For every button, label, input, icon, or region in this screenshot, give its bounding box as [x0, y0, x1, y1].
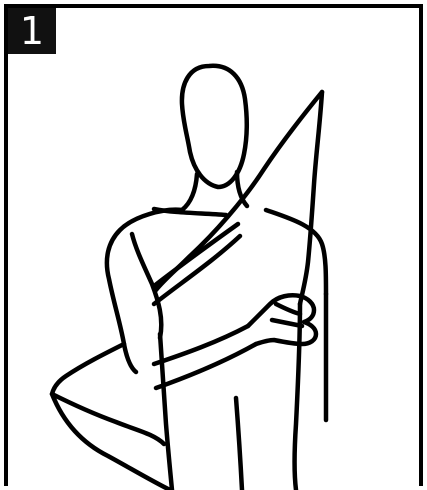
lower-body-line — [236, 398, 242, 490]
cloth-fold-2 — [154, 236, 240, 304]
cloth-lower-corner — [52, 344, 164, 444]
hand-finger-2 — [272, 320, 302, 326]
collarbone — [154, 209, 226, 215]
cloth-fold-1 — [154, 224, 238, 286]
body-right-side — [295, 304, 301, 490]
instruction-panel: 1 — [4, 4, 423, 486]
cloth-inner-edge — [300, 92, 322, 304]
right-shoulder — [266, 210, 326, 294]
lower-arm-bottom — [156, 344, 256, 388]
neck-left — [182, 174, 197, 210]
hand-finger-1 — [276, 304, 300, 314]
hand-outline — [248, 295, 316, 344]
cloth-outer-edge — [156, 92, 322, 290]
neck-right — [237, 172, 247, 206]
person-draping-cloth-over-shoulder-icon — [4, 4, 427, 490]
cloth-lower-edge — [52, 394, 170, 490]
step-number-badge: 1 — [8, 8, 56, 54]
left-arm-outline — [107, 210, 182, 372]
step-number: 1 — [20, 12, 44, 50]
torso-left-side — [160, 334, 172, 490]
head-outline — [182, 66, 247, 187]
lower-arm-top — [154, 326, 248, 364]
left-arm-inner — [132, 234, 161, 338]
